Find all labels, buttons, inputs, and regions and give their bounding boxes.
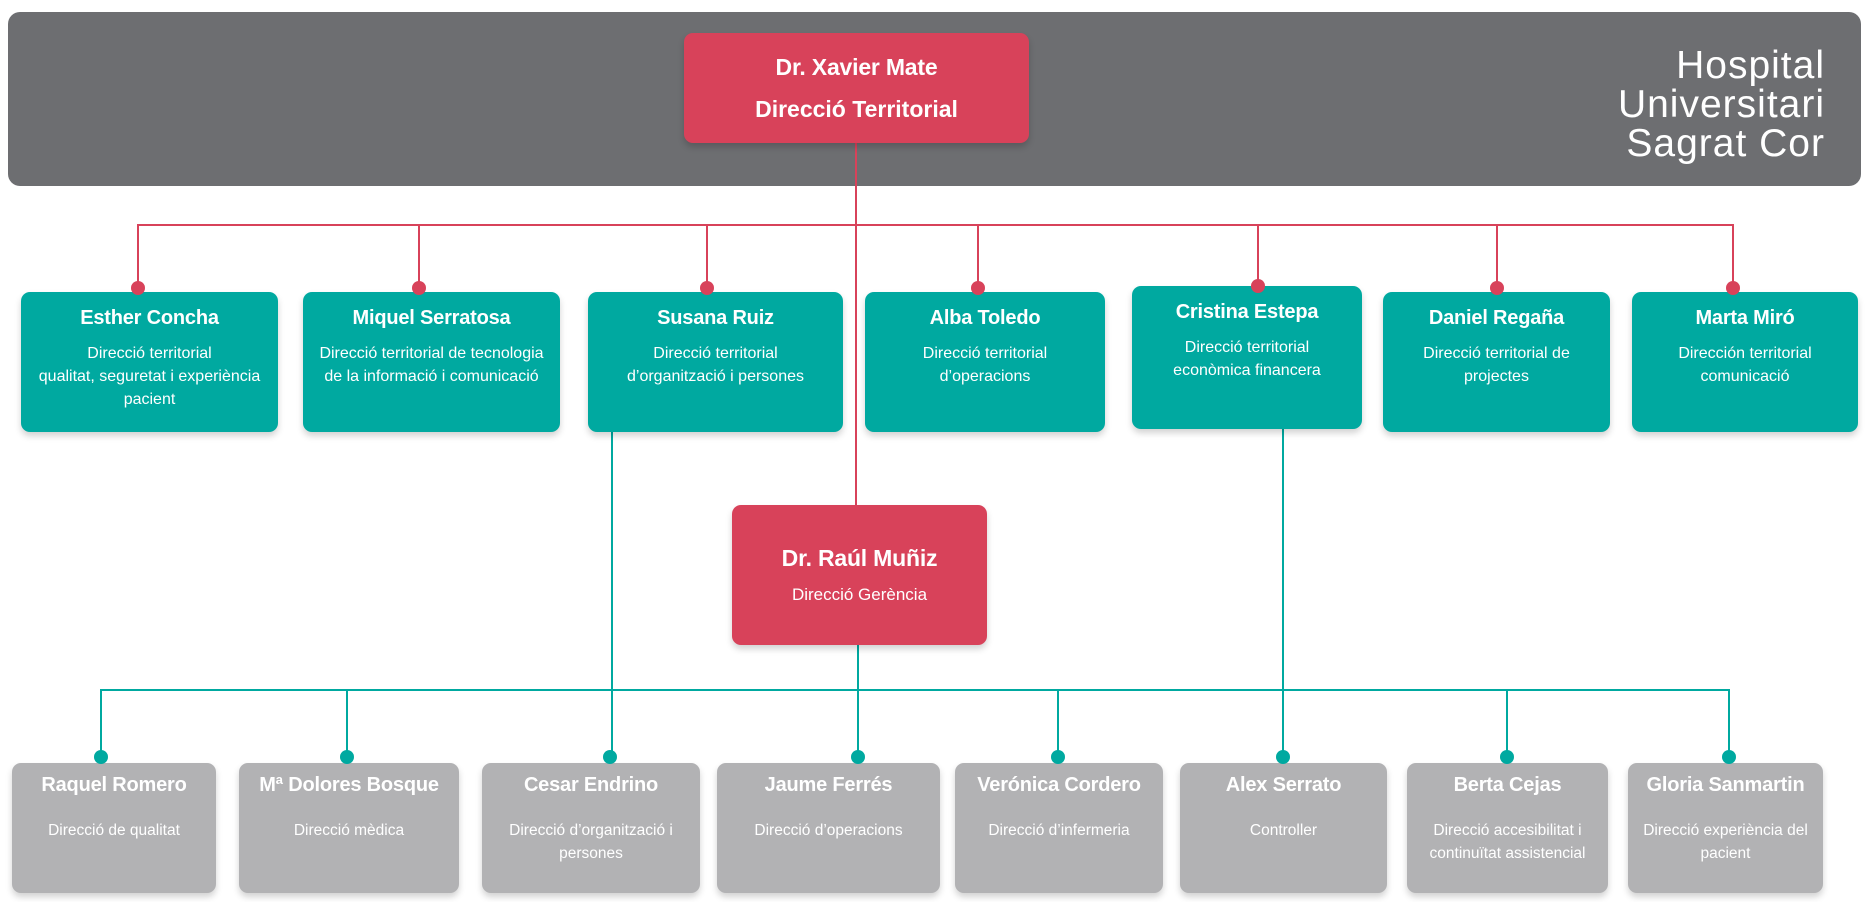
person-role: Direcció territorial econòmica financera	[1173, 339, 1321, 379]
connector-dot	[1726, 281, 1740, 295]
connector-dot	[851, 750, 865, 764]
node-esther-concha: Esther Concha Direcció territorial quali…	[21, 292, 278, 432]
connector-line	[1732, 224, 1734, 288]
connector-dot	[1051, 750, 1065, 764]
connector-line	[1282, 429, 1284, 757]
node-dolores-bosque: Mª Dolores Bosque Direcció mèdica	[239, 763, 459, 893]
connector-line	[137, 224, 139, 288]
person-name: Esther Concha	[80, 307, 219, 329]
node-alex-serrato: Alex Serrato Controller	[1180, 763, 1387, 893]
person-role: Direcció accesibilitat i continuïtat ass…	[1429, 822, 1586, 862]
person-name: Dr. Xavier Mate	[775, 54, 938, 80]
person-name: Dr. Raúl Muñiz	[781, 545, 938, 571]
person-name: Alex Serrato	[1225, 774, 1342, 796]
connector-dot	[1722, 750, 1736, 764]
person-name: Alba Toledo	[929, 307, 1041, 329]
node-jaume-ferres: Jaume Ferrés Direcció d’operacions	[717, 763, 940, 893]
node-veronica-cordero: Verónica Cordero Direcció d’infermeria	[955, 763, 1163, 893]
connector-line	[1057, 689, 1059, 757]
person-role: Dirección territorial comunicació	[1678, 345, 1812, 385]
connector-dot	[971, 281, 985, 295]
connector-line	[1257, 224, 1259, 286]
person-name: Daniel Regaña	[1428, 307, 1565, 329]
person-role: Direcció territorial qualitat, seguretat…	[38, 345, 261, 408]
node-managing-director: Dr. Raúl Muñiz Direcció Gerència	[732, 505, 987, 645]
connector-dot	[603, 750, 617, 764]
connector-line	[1728, 689, 1730, 757]
connector-dot	[1251, 279, 1265, 293]
hospital-logo: Hospital Universitari Sagrat Cor	[1617, 44, 1825, 165]
connector-line	[100, 689, 102, 757]
person-name: Jaume Ferrés	[764, 774, 893, 796]
node-berta-cejas: Berta Cejas Direcció accesibilitat i con…	[1407, 763, 1608, 893]
connector-line	[1506, 689, 1508, 757]
person-name: Gloria Sanmartin	[1646, 774, 1805, 796]
connector-line	[857, 645, 859, 757]
connector-line	[138, 224, 1734, 226]
person-role: Direcció de qualitat	[48, 822, 180, 839]
connector-dot	[131, 281, 145, 295]
connector-dot	[1500, 750, 1514, 764]
person-name: Cesar Endrino	[523, 774, 659, 796]
connector-dot	[340, 750, 354, 764]
connector-line	[977, 224, 979, 288]
person-role: Direcció territorial de projectes	[1423, 345, 1570, 385]
person-role: Direcció experiència del pacient	[1643, 822, 1808, 862]
person-name: Susana Ruiz	[657, 307, 774, 329]
connector-line	[611, 432, 613, 757]
connector-dot	[1490, 281, 1504, 295]
node-cesar-endrino: Cesar Endrino Direcció d’organització i …	[482, 763, 700, 893]
node-miquel-serratosa: Miquel Serratosa Direcció territorial de…	[303, 292, 560, 432]
person-role: Direcció d’operacions	[754, 822, 903, 839]
connector-dot	[94, 750, 108, 764]
node-raquel-romero: Raquel Romero Direcció de qualitat	[12, 763, 216, 893]
person-role: Direcció Territorial	[755, 96, 958, 122]
connector-line	[418, 224, 420, 288]
person-role: Direcció Gerència	[791, 585, 928, 604]
node-territorial-director: Dr. Xavier Mate Direcció Territorial	[684, 33, 1029, 143]
connector-dot	[412, 281, 426, 295]
connector-line	[855, 143, 857, 505]
connector-line	[346, 689, 348, 757]
person-role: Direcció d’organització i persones	[509, 822, 673, 862]
node-cristina-estepa: Cristina Estepa Direcció territorial eco…	[1132, 286, 1362, 429]
node-gloria-sanmartin: Gloria Sanmartin Direcció experiència de…	[1628, 763, 1823, 893]
node-daniel-regana: Daniel Regaña Direcció territorial de pr…	[1383, 292, 1610, 432]
person-name: Miquel Serratosa	[352, 307, 511, 329]
connector-dot	[1276, 750, 1290, 764]
person-role: Direcció mèdica	[293, 822, 405, 839]
connector-dot	[700, 281, 714, 295]
person-name: Marta Miró	[1695, 307, 1795, 329]
connector-line	[100, 689, 1730, 691]
person-role: Direcció d’infermeria	[988, 822, 1130, 839]
person-name: Cristina Estepa	[1175, 301, 1319, 323]
person-role: Direcció territorial d’operacions	[922, 345, 1048, 385]
person-name: Verónica Cordero	[977, 774, 1141, 796]
node-marta-miro: Marta Miró Dirección territorial comunic…	[1632, 292, 1858, 432]
person-name: Mª Dolores Bosque	[259, 774, 439, 796]
person-name: Raquel Romero	[41, 774, 187, 796]
person-role: Controller	[1249, 822, 1318, 839]
node-alba-toledo: Alba Toledo Direcció territorial d’opera…	[865, 292, 1105, 432]
node-susana-ruiz: Susana Ruiz Direcció territorial d’organ…	[588, 292, 843, 432]
person-role: Direcció territorial de tecnologia de la…	[319, 345, 544, 385]
connector-line	[706, 224, 708, 288]
person-role: Direcció territorial d’organització i pe…	[627, 345, 804, 385]
connector-line	[1496, 224, 1498, 288]
person-name: Berta Cejas	[1453, 774, 1562, 796]
